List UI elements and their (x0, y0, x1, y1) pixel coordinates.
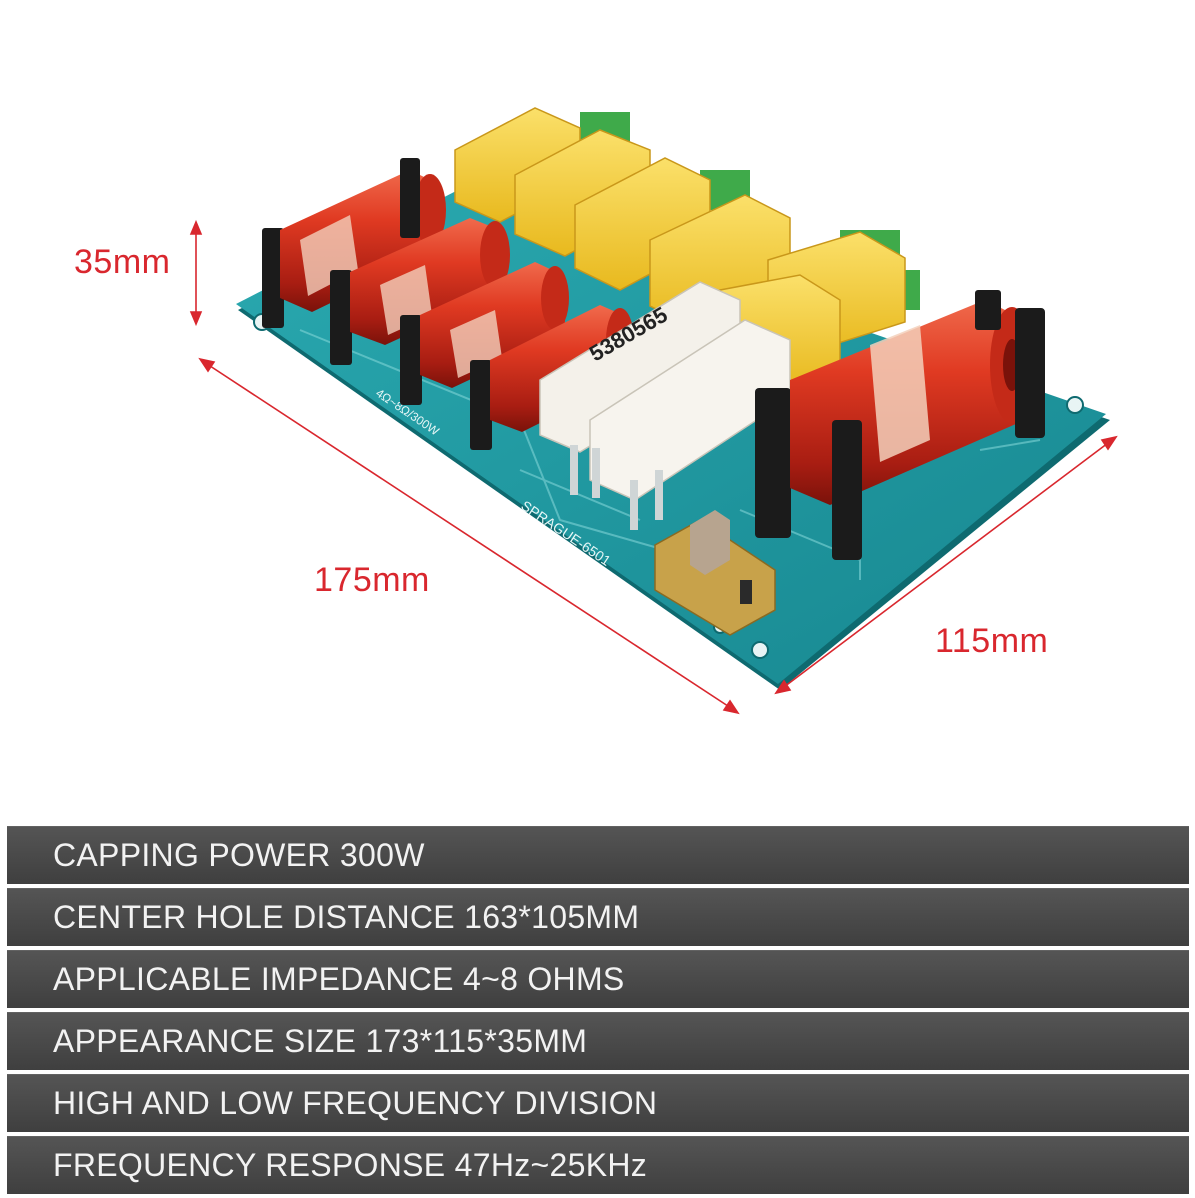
spec-row-impedance: APPLICABLE IMPEDANCE 4~8 OHMS (7, 950, 1189, 1008)
spec-row-power: CAPPING POWER 300W (7, 826, 1189, 884)
spec-list: CAPPING POWER 300W CENTER HOLE DISTANCE … (7, 826, 1189, 1198)
product-image: SPRAGUE-6501 4Ω~8Ω/300W (74, 107, 1118, 715)
height-dimension-label: 35mm (74, 243, 171, 281)
spec-row-frequency-division: HIGH AND LOW FREQUENCY DIVISION (7, 1074, 1189, 1132)
spec-row-frequency-response: FREQUENCY RESPONSE 47Hz~25KHz (7, 1136, 1189, 1194)
spec-text: CAPPING POWER 300W (53, 836, 425, 873)
dimension-lines (189, 219, 1118, 715)
slide-switch (654, 510, 776, 636)
spec-text: APPEARANCE SIZE 173*115*35MM (53, 1022, 588, 1059)
spec-text: APPLICABLE IMPEDANCE 4~8 OHMS (53, 960, 625, 997)
spec-text: FREQUENCY RESPONSE 47Hz~25KHz (53, 1146, 648, 1183)
spec-text: CENTER HOLE DISTANCE 163*105MM (53, 898, 640, 935)
large-coil (755, 290, 1045, 560)
spec-row-hole-distance: CENTER HOLE DISTANCE 163*105MM (7, 888, 1189, 946)
width-dimension-label: 115mm (935, 622, 1049, 660)
length-dimension-label: 175mm (314, 561, 430, 599)
crossover-board-illustration: SPRAGUE-6501 4Ω~8Ω/300W (189, 107, 1118, 715)
spec-text: HIGH AND LOW FREQUENCY DIVISION (53, 1084, 658, 1121)
spec-row-size: APPEARANCE SIZE 173*115*35MM (7, 1012, 1189, 1070)
